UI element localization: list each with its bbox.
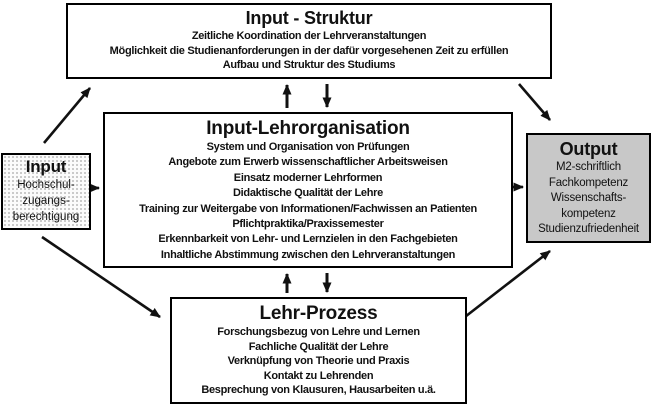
input-line: zugangs- <box>22 195 70 207</box>
output-line: kompetenz <box>561 207 616 220</box>
lehrprozess-line: Kontakt zu Lehrenden <box>263 369 374 382</box>
output-line: M2-schriftlich <box>556 161 621 173</box>
lehrorganisation-line: Training zur Weitergabe von Informatione… <box>139 202 477 215</box>
box-input-title: Input <box>25 157 67 176</box>
box-output: Output M2-schriftlich Fachkompetenz Wiss… <box>526 133 651 243</box>
struktur-line: Möglichkeit die Studienanforderungen in … <box>109 44 509 57</box>
arrow-input-to-struktur <box>43 87 91 144</box>
box-output-title: Output <box>559 139 618 159</box>
box-lehr-prozess: Lehr-Prozess Forschungsbezug von Lehre u… <box>170 297 467 404</box>
box-input-lehrorganisation: Input-Lehrorganisation System und Organi… <box>103 112 513 268</box>
lehrprozess-line: Fachliche Qualität der Lehre <box>248 340 389 353</box>
output-line: Fachkompetenz <box>548 176 629 189</box>
lehrorganisation-line: System und Organisation von Prüfungen <box>206 141 410 153</box>
lehrprozess-line: Verknüpfung von Theorie und Praxis <box>227 355 410 368</box>
lehrorganisation-line: Didaktische Qualität der Lehre <box>233 187 383 200</box>
lehrorganisation-line: Inhaltliche Abstimmung zwischen den Lehr… <box>160 248 456 261</box>
box-input: Input Hochschul- zugangs- berechtigung <box>1 153 91 230</box>
box-input-struktur: Input - Struktur Zeitliche Koordination … <box>66 3 552 79</box>
struktur-line: Aufbau und Struktur des Studiums <box>222 59 396 71</box>
box-input-struktur-title: Input - Struktur <box>245 8 373 28</box>
lehrorganisation-line: Einsatz moderner Lehrformen <box>233 171 383 184</box>
lehrprozess-line: Forschungsbezug von Lehre und Lernen <box>217 326 420 338</box>
arrow-struktur-to-output <box>518 83 551 121</box>
lehrorganisation-line: Pflichtpraktika/Praxissemester <box>232 218 384 231</box>
lehrprozess-line: Besprechung von Klausuren, Hausarbeiten … <box>201 384 436 397</box>
lehrorganisation-line: Angebote zum Erwerb wissenschaftlicher A… <box>168 156 448 169</box>
output-line: Studienzufriedenheit <box>538 223 639 236</box>
input-line: berechtigung <box>12 211 80 223</box>
lehrorganisation-line: Erkennbarkeit von Lehr- und Lernzielen i… <box>158 233 458 246</box>
box-input-lehrorganisation-title: Input-Lehrorganisation <box>206 118 410 139</box>
input-line: Hochschul- <box>17 179 75 191</box>
box-lehr-prozess-title: Lehr-Prozess <box>259 303 378 324</box>
output-line: Wissenschafts- <box>550 192 627 205</box>
struktur-line: Zeitliche Koordination der Lehrveranstal… <box>191 30 427 42</box>
